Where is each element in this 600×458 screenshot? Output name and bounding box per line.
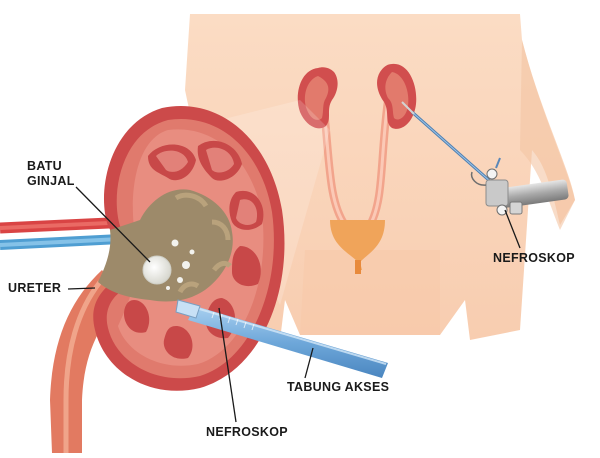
leader-tabung-akses [304,347,314,379]
leader-ureter [67,287,96,290]
nephroscope-device [401,101,569,216]
leader-lines [67,186,521,423]
label-ureter: URETER [8,281,62,295]
access-tube [175,299,388,378]
leader-nefroskop-body [504,209,521,249]
bladder [330,220,385,270]
label-ginjal: GINJAL [27,174,75,188]
urinary-system [297,63,417,274]
kidney-stone [142,255,172,285]
label-nefroskop-main: NEFROSKOP [206,425,288,439]
label-batu-ginjal: BATU GINJAL [27,159,75,189]
renal-pelvis [98,189,233,302]
leader-batu-ginjal [75,186,151,263]
label-tabung-akses: TABUNG AKSES [287,380,390,394]
label-batu: BATU [27,159,62,173]
leader-nefroskop-main [218,307,237,423]
kidney-cross-section [93,106,285,391]
label-nefroskop-body: NEFROSKOP [493,251,575,265]
